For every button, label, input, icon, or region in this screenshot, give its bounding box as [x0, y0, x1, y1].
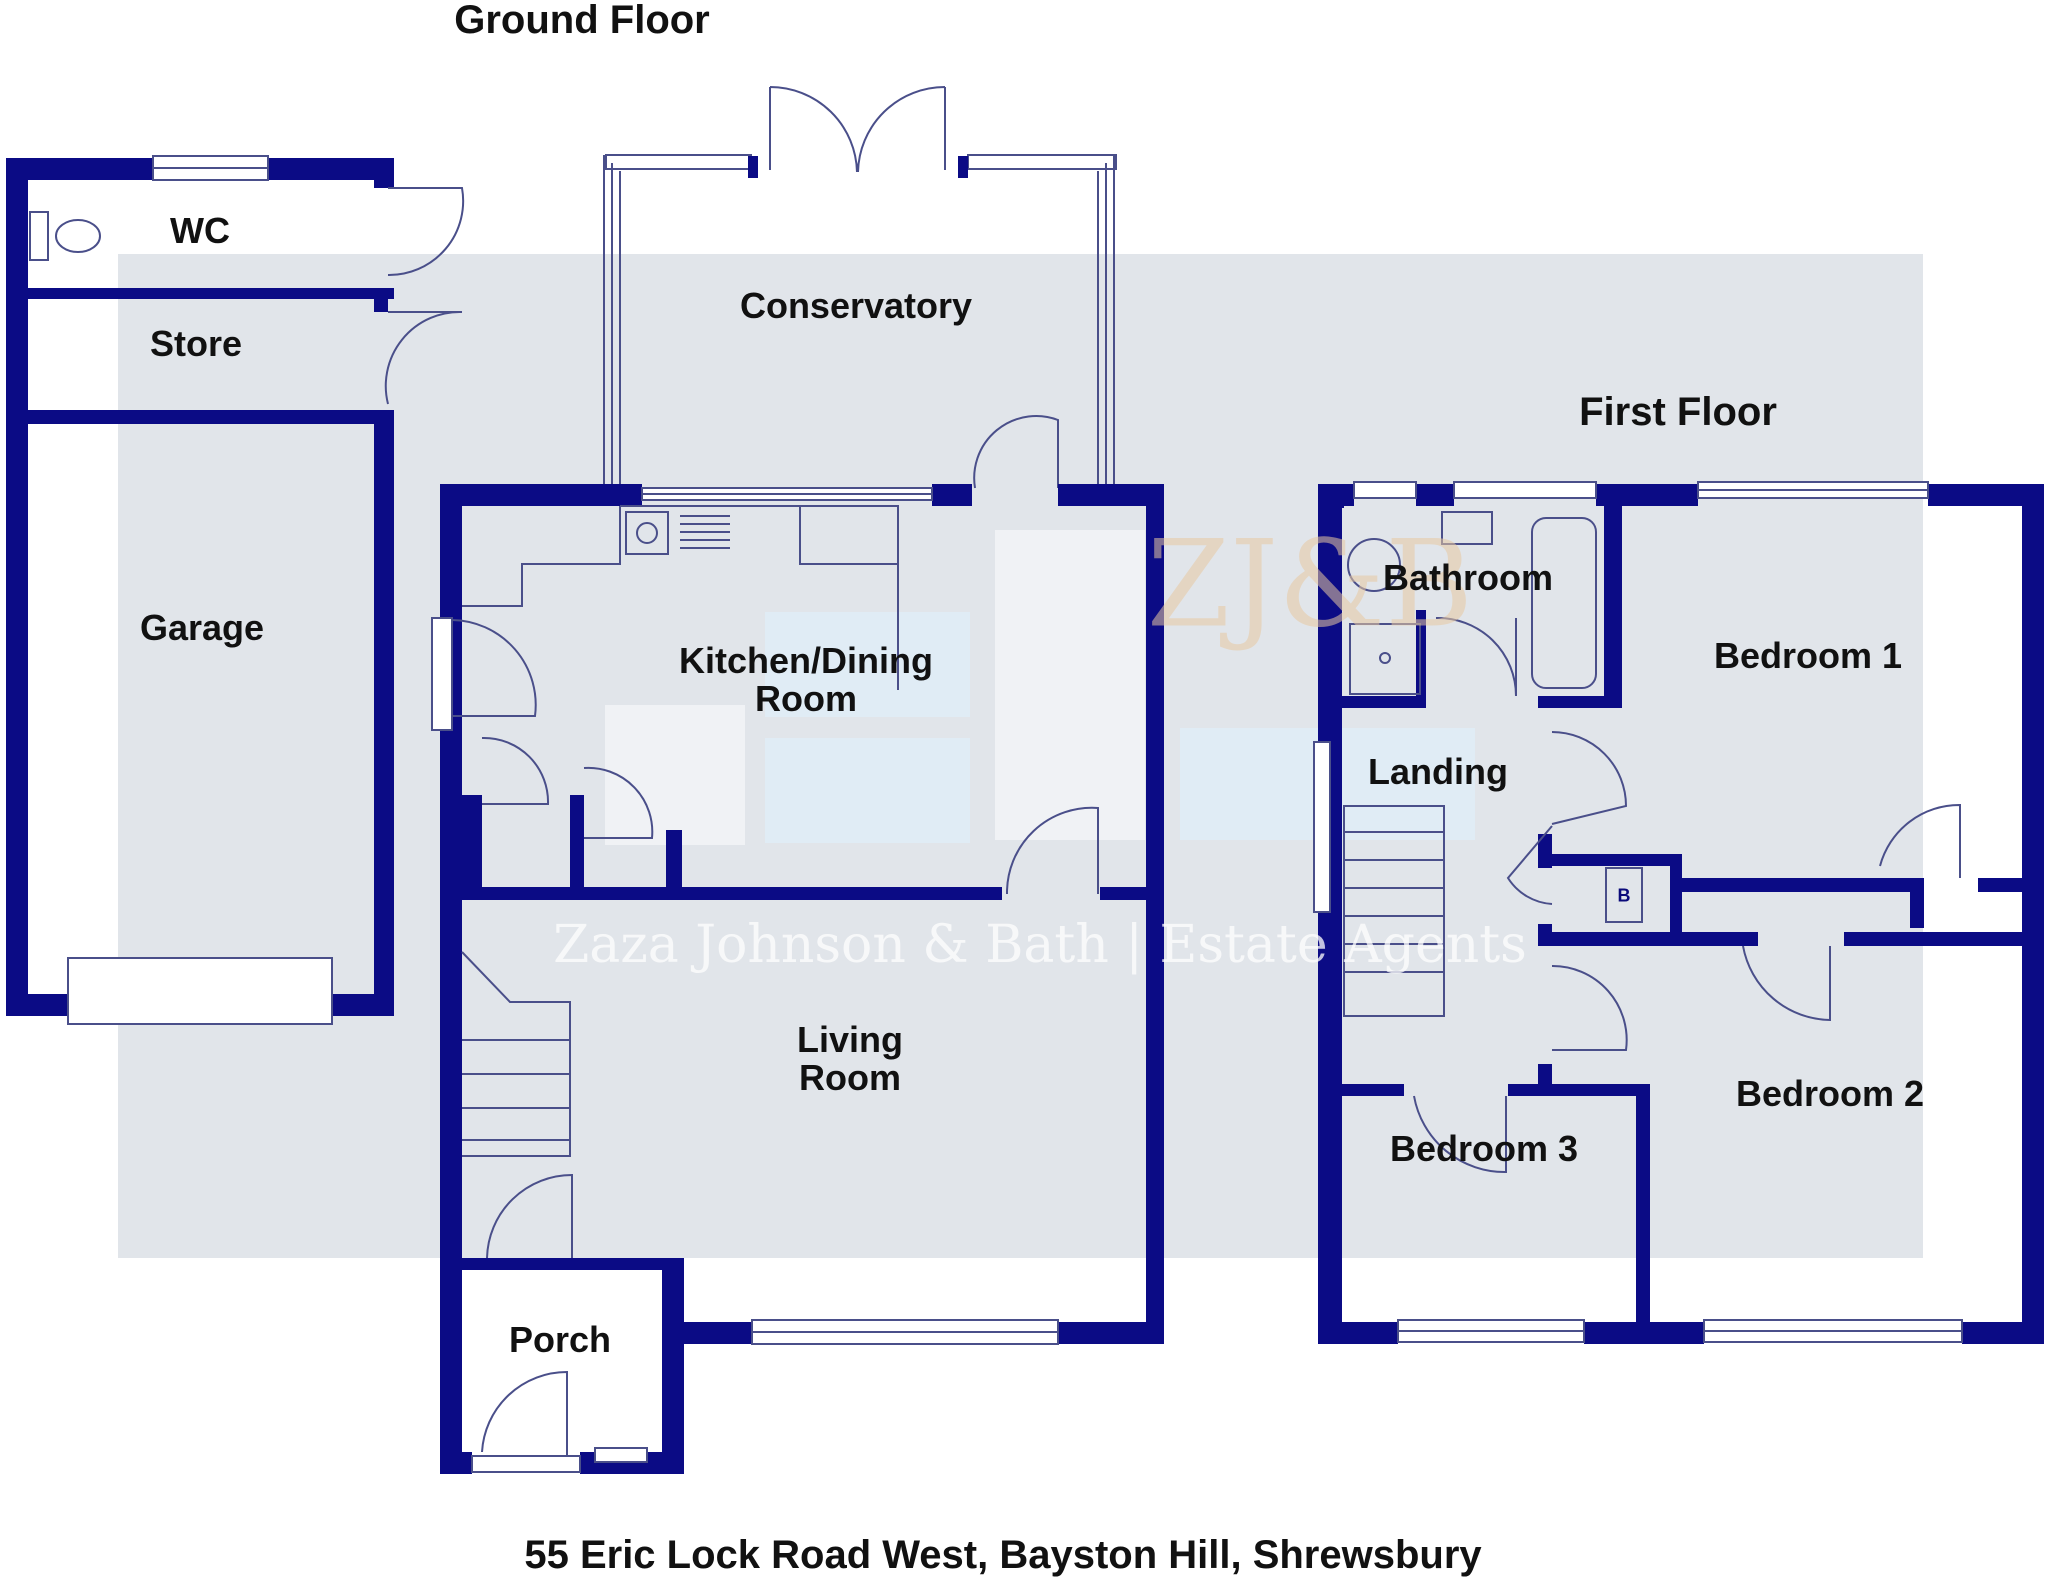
agency-name-watermark: Zaza Johnson & Bath | Estate Agents: [553, 915, 1527, 975]
room-label-landing: Landing: [1368, 751, 1508, 792]
room-label-bedroom-3: Bedroom 3: [1389, 1128, 1579, 1169]
room-label-store: Store: [149, 323, 243, 364]
conservatory-posts: [748, 156, 968, 178]
ground-floor-walls: [440, 484, 1164, 1474]
first-floor-title: First Floor: [1579, 390, 1777, 434]
property-address: 55 Eric Lock Road West, Bayston Hill, Sh…: [524, 1533, 1482, 1577]
first-floor-openings: [1313, 481, 1963, 1343]
boiler-label: B: [1617, 885, 1631, 906]
room-label-living-room: Living Room: [797, 1019, 903, 1098]
room-label-bathroom: Bathroom: [1383, 557, 1553, 598]
garage-block-openings: [29, 155, 465, 1025]
ground-floor-openings: [431, 487, 1099, 1473]
room-label-porch: Porch: [508, 1319, 612, 1360]
ground-floor-title: Ground Floor: [454, 0, 710, 42]
room-label-kitchen-dining: Kitchen/Dining Room: [679, 640, 933, 719]
room-label-bedroom-1: Bedroom 1: [1713, 635, 1903, 676]
garage-block-walls: [6, 158, 394, 1016]
room-label-wc: WC: [170, 210, 230, 251]
conservatory-frame: [603, 86, 1117, 490]
watermark-backdrop: [118, 254, 1923, 1258]
room-label-bedroom-2: Bedroom 2: [1735, 1073, 1925, 1114]
agency-logo-watermark: ZJ&B: [1146, 515, 1474, 655]
first-floor-walls: [1318, 484, 2044, 1344]
room-label-garage: Garage: [139, 607, 265, 648]
room-label-conservatory: Conservatory: [739, 285, 973, 326]
first-floor-partitions: [1342, 506, 1344, 508]
